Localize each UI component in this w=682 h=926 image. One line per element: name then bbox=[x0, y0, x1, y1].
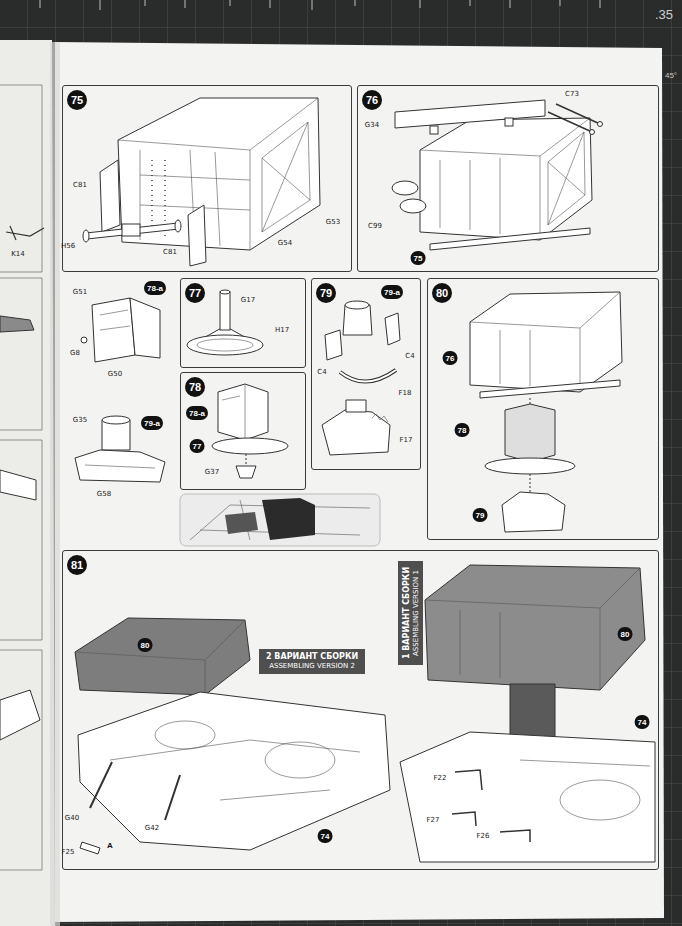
callout-number: 74 bbox=[635, 715, 650, 729]
step-panel: 76 bbox=[357, 85, 659, 272]
part-label: G17 bbox=[241, 297, 255, 304]
part-label: G42 bbox=[145, 825, 159, 832]
part-label: F26 bbox=[477, 833, 490, 840]
part-label: C73 bbox=[565, 91, 579, 98]
version-banner: 1 ВАРИАНТ СБОРКИASSEMBLING VERSION 1 bbox=[398, 561, 423, 665]
part-label: G51 bbox=[73, 289, 87, 296]
part-label: F17 bbox=[400, 437, 413, 444]
part-label: F27 bbox=[427, 817, 440, 824]
callout-number: 78-a bbox=[186, 406, 208, 420]
part-label: C81 bbox=[73, 182, 87, 189]
step-panel: 77 bbox=[180, 278, 306, 368]
step-panel: 81 2 ВАРИАНТ СБОРКИASSEMBLING VERSION 2 1 … bbox=[62, 550, 659, 870]
step-number: 75 bbox=[67, 90, 87, 110]
callout-number: 80 bbox=[138, 638, 153, 652]
step-number: 76 bbox=[362, 90, 382, 110]
part-label: K14 bbox=[11, 251, 25, 258]
callout-number: 79-a bbox=[381, 285, 403, 299]
part-label: G8 bbox=[70, 350, 80, 357]
part-label: H56 bbox=[61, 243, 75, 250]
step-number: 81 bbox=[67, 555, 87, 575]
callout-number: 78 bbox=[455, 423, 470, 437]
part-label: H17 bbox=[275, 327, 289, 334]
step-panel: 80 bbox=[427, 278, 659, 540]
part-label: G35 bbox=[73, 417, 87, 424]
banner-text: 1 ВАРИАНТ СБОРКИASSEMBLING VERSION 1 bbox=[401, 567, 420, 659]
callout-number: 78-a bbox=[144, 281, 166, 295]
step-panel: 75 bbox=[62, 85, 352, 272]
mat-marking: 45° bbox=[665, 72, 677, 80]
banner-line: 1 ВАРИАНТ СБОРКИ bbox=[401, 567, 411, 659]
callout-number: 75 bbox=[411, 251, 426, 265]
callout-number: 77 bbox=[190, 439, 205, 453]
part-label: G34 bbox=[365, 122, 379, 129]
callout-number: 74 bbox=[318, 829, 333, 843]
step-number: 77 bbox=[185, 283, 205, 303]
part-label: F18 bbox=[399, 390, 412, 397]
version-banner: 2 ВАРИАНТ СБОРКИASSEMBLING VERSION 2 bbox=[259, 649, 365, 674]
step-number: 80 bbox=[432, 283, 452, 303]
callout-number: 79-a bbox=[141, 416, 163, 430]
part-label: G40 bbox=[65, 815, 79, 822]
part-label: C81 bbox=[163, 249, 177, 256]
banner-line: ASSEMBLING VERSION 2 bbox=[266, 662, 358, 671]
callout-number: 79 bbox=[473, 508, 488, 522]
part-label: G54 bbox=[278, 240, 292, 247]
part-label: F22 bbox=[434, 775, 447, 782]
banner-line: ASSEMBLING VERSION 1 bbox=[411, 567, 420, 659]
part-label: G37 bbox=[205, 469, 219, 476]
part-label: G50 bbox=[108, 371, 122, 378]
callout-number: 80 bbox=[618, 627, 633, 641]
part-label: G53 bbox=[326, 219, 340, 226]
part-label: F25 bbox=[62, 849, 75, 856]
step-number: 79 bbox=[316, 283, 336, 303]
part-label: C4 bbox=[405, 353, 414, 360]
part-label: G58 bbox=[97, 491, 111, 498]
part-label: C99 bbox=[368, 223, 382, 230]
step-panel: 78 bbox=[180, 372, 306, 490]
marker-letter: A bbox=[107, 842, 113, 850]
mat-marking: .35 bbox=[655, 8, 673, 21]
step-number: 78 bbox=[185, 377, 205, 397]
banner-line: 2 ВАРИАНТ СБОРКИ bbox=[266, 652, 358, 662]
callout-number: 76 bbox=[443, 351, 458, 365]
part-label: C4 bbox=[317, 369, 326, 376]
